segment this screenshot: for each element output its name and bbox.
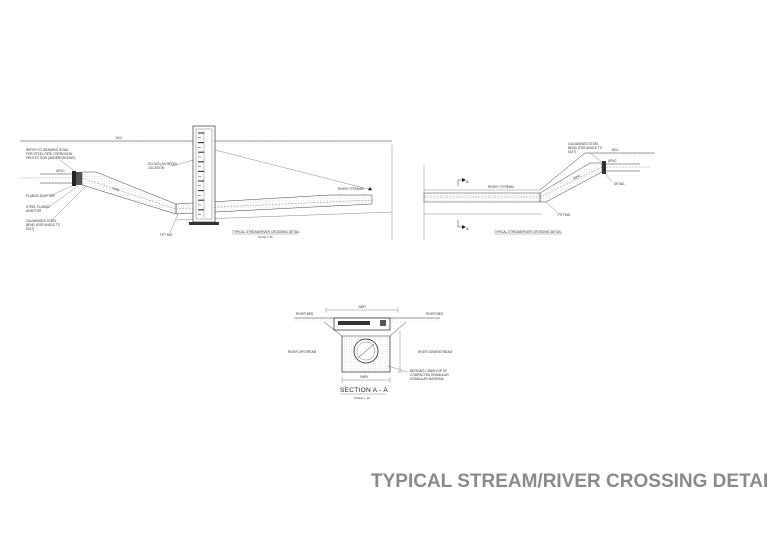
bedding-leader <box>387 365 409 373</box>
leader-scour <box>214 149 373 191</box>
fitting-label: FITTING <box>160 233 173 237</box>
upvc-label: UPVC <box>56 169 66 173</box>
pipe-inner-wall <box>356 341 376 361</box>
bedding-label-2: COMPACTED GRANULAR <box>410 373 449 377</box>
leader-flange <box>49 185 73 197</box>
right-pipe-horizontal <box>423 192 541 203</box>
gauge-ticks <box>198 132 204 215</box>
pipe-casing-horizontal <box>175 194 373 215</box>
flange-label: FLANGE ADAPTOR <box>26 194 56 198</box>
right-leader-detail <box>603 171 613 183</box>
leader-scour-gauge <box>171 159 194 167</box>
leader-galv <box>49 185 87 223</box>
cut-marker-bottom <box>457 220 462 228</box>
gauge-footing <box>189 222 219 225</box>
left-elevation-detail: NGL REFER TO DRAWING ROAD FOR STEEL PIPE… <box>20 125 393 240</box>
gauge-inner <box>195 128 213 220</box>
right-galv-label-3: SUIT) <box>568 150 576 154</box>
right-ground-hatch <box>585 153 655 156</box>
section-label: SECTION A - A <box>340 387 388 394</box>
cut-arrow-top-icon <box>462 178 466 182</box>
cut-a-bottom: A <box>466 226 469 231</box>
ngl-label: NGL <box>116 136 123 140</box>
right-stream-label: RIVER / STREAM <box>488 185 514 189</box>
leader-sleeve <box>59 159 77 173</box>
bedding-label-3: GRANULAR MATERIAL <box>410 377 445 381</box>
drawing-title: TYPICAL STREAM/RIVER CROSSING DETAIL <box>371 471 768 492</box>
cut-marker-top <box>457 179 462 186</box>
section-bottom-label: VARY <box>360 375 369 379</box>
section-width-label: VARY <box>358 305 367 309</box>
section-scale: SCALE 1 : 20 <box>354 396 370 400</box>
galv-label-2: BEND (FOR ANGLE TO <box>26 223 61 227</box>
left-caption: TYPICAL STREAM/RIVER CROSSING DETAIL <box>232 230 300 234</box>
leader-steel-flange <box>45 185 79 210</box>
right-pipe-label: PIPE <box>573 174 581 181</box>
right-fitting-label: FITTING <box>558 213 571 217</box>
steel-flange-label: STEEL FLANGE <box>26 205 50 209</box>
right-leader-fitting <box>545 201 559 214</box>
scour-label-2: LOCATION <box>148 166 165 170</box>
river-bed-right: RIVER BED <box>426 312 444 316</box>
downstream-label: RIVER DOWNSTREAM <box>418 350 452 354</box>
note-sleeve-3: PROTECTION (UNDERGROUND) <box>26 156 75 160</box>
right-elevation-detail: A A GALVANISED STEEL BEND (FOR ANGLE TO … <box>423 142 655 240</box>
leader-fitting <box>169 213 179 234</box>
right-flange-block <box>602 161 606 174</box>
cut-arrow-bottom-icon <box>462 225 466 229</box>
cut-a-top: A <box>466 179 469 184</box>
steel-flange-block <box>76 172 82 185</box>
upstream-label: RIVER UPSTREAM <box>288 350 317 354</box>
cap-reinforcement <box>338 321 370 325</box>
right-detail-label: DETAIL <box>614 182 625 186</box>
pipe-center-slope <box>81 177 177 210</box>
section-a-a: VARY RIVER BED RIVER BED VARY RIVER UPST… <box>288 305 452 400</box>
right-upvc: UPVC <box>608 159 618 163</box>
galv-label: GALVANISED STEEL <box>26 219 57 223</box>
right-pipe-slope-center <box>539 166 603 198</box>
right-galv-label-2: BEND (FOR ANGLE TO <box>568 146 603 150</box>
right-leader-galv <box>589 152 603 163</box>
pipe-label: PIPE <box>112 186 120 192</box>
river-bed-left: RIVER BED <box>296 312 314 316</box>
pipe-casing-slope-down <box>81 171 177 215</box>
right-galv-label: GALVANISED STEEL <box>568 142 599 146</box>
left-scale: SCALE 1 : 50 <box>258 236 273 239</box>
water-arrow-icon <box>368 187 372 190</box>
steel-flange-label-2: ADAPTOR <box>26 209 42 213</box>
pipe-diameter-line <box>357 343 375 359</box>
bedding-label: BEDDING CRASH UP OF <box>410 369 447 373</box>
stream-label: RIVER / STREAM <box>338 187 364 191</box>
right-caption: TYPICAL STREAM/RIVER CROSSING DETAIL <box>494 230 562 234</box>
right-ngl: NGL <box>612 148 619 152</box>
galv-label-3: SUIT) <box>26 227 34 231</box>
note-sleeve: REFER TO DRAWING ROAD <box>26 148 69 152</box>
flange-adaptor-block <box>72 171 76 186</box>
note-sleeve-2: FOR STEEL PIPE CORROSION <box>26 152 73 156</box>
cap-bolt <box>380 320 386 326</box>
scour-label: SCOUR (AS REQD) <box>148 162 177 166</box>
